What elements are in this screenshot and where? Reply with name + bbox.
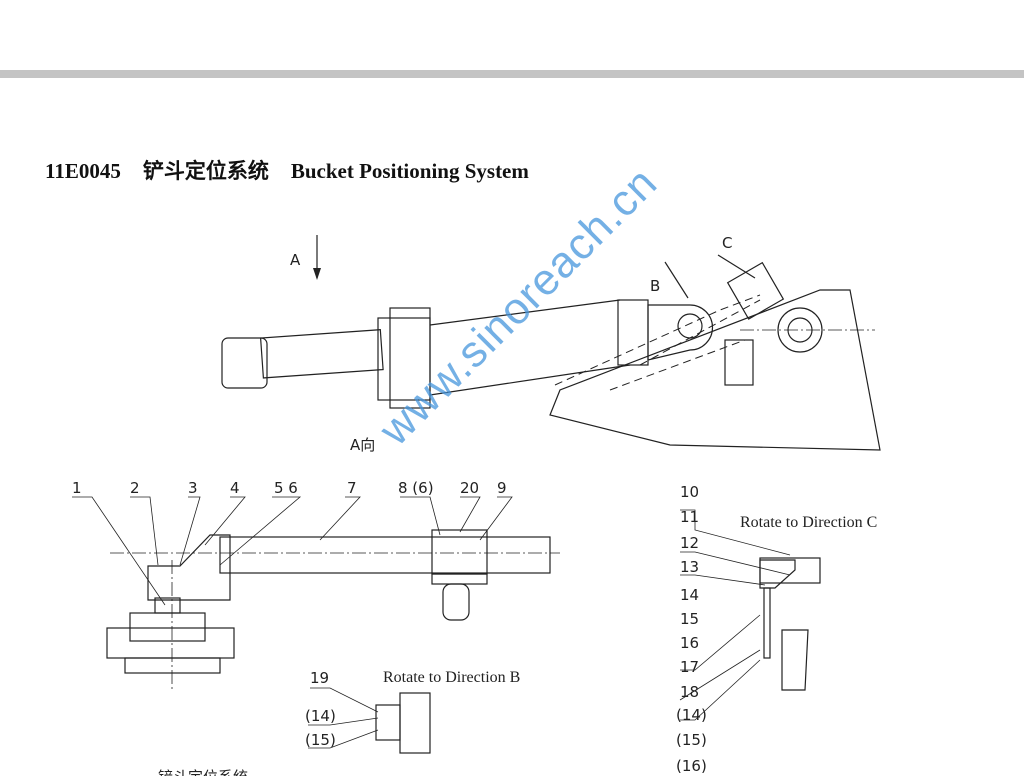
part-code: 11E0045	[45, 159, 121, 183]
view-c-label: C	[722, 234, 732, 252]
rotate-c-caption: Rotate to Direction C	[740, 514, 877, 531]
callout: (15)	[305, 731, 336, 749]
callout: 18	[680, 683, 699, 701]
callout: (14)	[676, 706, 707, 724]
callout: 12	[680, 534, 699, 552]
callout: 11	[680, 508, 699, 526]
callout: 2	[130, 479, 140, 497]
view-b-label: B	[650, 277, 660, 295]
callout: 4	[230, 479, 240, 497]
callout: (14)	[305, 707, 336, 725]
callout: 20	[460, 479, 479, 497]
callout: 13	[680, 558, 699, 576]
callout: 5 6	[274, 479, 298, 497]
callout: 3	[188, 479, 198, 497]
view-a-label: A	[290, 251, 301, 269]
title-cn: 铲斗定位系统	[142, 159, 269, 183]
callout: (15)	[676, 731, 707, 749]
callout: 15	[680, 610, 699, 628]
callout: 19	[310, 669, 329, 687]
callout: 17	[680, 658, 699, 676]
rotate-b-caption: Rotate to Direction B	[383, 669, 520, 686]
callout: 1	[72, 479, 82, 497]
callout: (16)	[676, 757, 707, 775]
callout: 16	[680, 634, 699, 652]
cylinder-assembly	[221, 299, 714, 409]
title-en: Bucket Positioning System	[290, 159, 529, 183]
callouts-main: 1 2 3 4 5 6 7 8 (6) 20 9	[72, 479, 507, 497]
callout: 8 (6)	[398, 479, 434, 497]
view-arrows: A B C A向	[290, 234, 756, 454]
page-title: 11E0045 铲斗定位系统 Bucket Positioning System	[45, 155, 551, 185]
callout: 10	[680, 483, 699, 501]
callout: 9	[497, 479, 507, 497]
viewer-toolbar-divider	[0, 70, 1024, 78]
callout: 7	[347, 479, 357, 497]
bucket-outline	[549, 261, 881, 451]
section-a-view	[72, 496, 560, 690]
view-b: Rotate to Direction B 19 (14) (15)	[305, 669, 520, 754]
a-view-label: A向	[350, 436, 375, 454]
next-section-title: 铲斗定位系统	[158, 768, 248, 776]
callout: 14	[680, 586, 699, 604]
view-c: Rotate to Direction C 10 11 12 13 14 15 …	[676, 483, 877, 775]
